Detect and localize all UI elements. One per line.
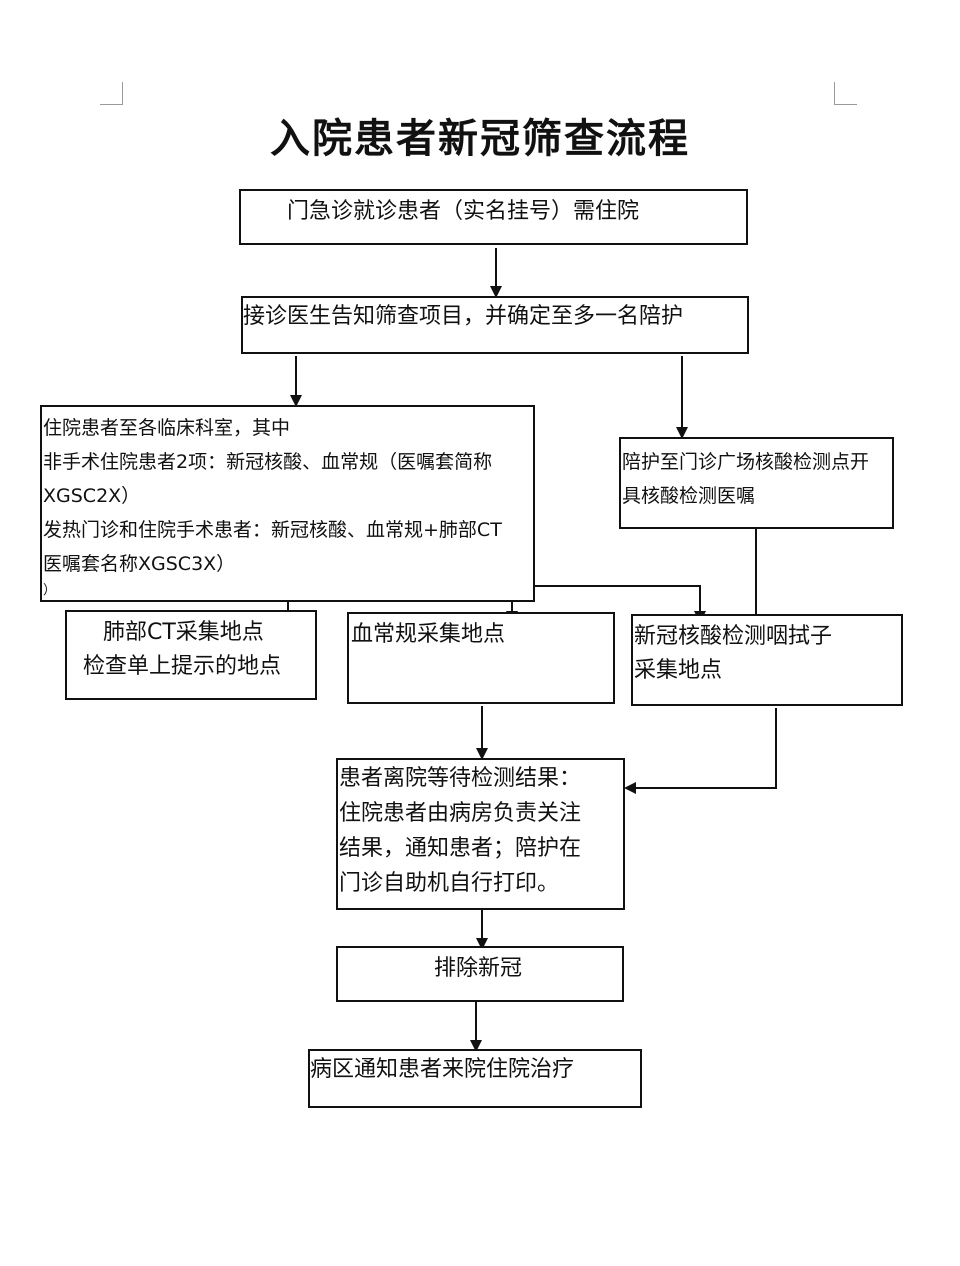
node-exclude-label: 排除新冠 [434,956,523,981]
node-blood: 血常规采集地点 [347,612,615,704]
node-inpatient: 住院患者至各临床科室，其中 非手术住院患者2项：新冠核酸、血常规（医嘱套简称 X… [40,405,535,602]
node-escort-line1: 陪护至门诊广场核酸检测点开 [622,451,870,473]
node-wait-line2: 住院患者由病房负责关注 [339,801,582,826]
page-corner-mark-right [834,82,857,105]
node-start-label: 门急诊就诊患者（实名挂号）需住院 [287,199,640,224]
node-inpatient-line1: 住院患者至各临床科室，其中 [43,417,291,439]
node-ct: 肺部CT采集地点 检查单上提示的地点 [65,610,317,700]
node-escort: 陪护至门诊广场核酸检测点开 具核酸检测医嘱 [619,437,894,529]
node-blood-label: 血常规采集地点 [351,622,506,647]
node-admit: 病区通知患者来院住院治疗 [308,1049,642,1108]
node-ct-line1: 肺部CT采集地点 [103,620,264,645]
node-admit-label: 病区通知患者来院住院治疗 [310,1057,575,1082]
node-swab: 新冠核酸检测咽拭子 采集地点 [631,614,903,706]
node-wait-line4: 门诊自助机自行打印。 [339,871,560,896]
node-wait: 患者离院等待检测结果： 住院患者由病房负责关注 结果，通知患者；陪护在 门诊自助… [336,758,625,910]
node-ct-line2: 检查单上提示的地点 [83,654,282,679]
node-doctor-label: 接诊医生告知筛查项目，并确定至多一名陪护 [243,304,684,329]
node-doctor: 接诊医生告知筛查项目，并确定至多一名陪护 [241,296,749,354]
node-escort-line2: 具核酸检测医嘱 [622,485,756,507]
node-inpatient-line3: XGSC2X） [43,485,141,507]
node-swab-line1: 新冠核酸检测咽拭子 [634,624,833,649]
node-wait-line1: 患者离院等待检测结果： [339,766,582,791]
node-wait-line3: 结果，通知患者；陪护在 [339,836,582,861]
arrow-swab-to-wait [624,708,777,794]
page-title: 入院患者新冠筛查流程 [270,116,690,162]
node-inpatient-line4: 发热门诊和住院手术患者：新冠核酸、血常规+肺部CT [43,519,502,541]
node-inpatient-line6: ） [43,583,57,598]
node-exclude: 排除新冠 [336,946,624,1002]
page-corner-mark-left [100,82,123,105]
node-inpatient-line2: 非手术住院患者2项：新冠核酸、血常规（医嘱套简称 [43,451,493,473]
node-inpatient-line5: 医嘱套名称XGSC3X） [43,553,236,575]
node-swab-line2: 采集地点 [634,658,723,683]
node-start: 门急诊就诊患者（实名挂号）需住院 [239,189,748,245]
